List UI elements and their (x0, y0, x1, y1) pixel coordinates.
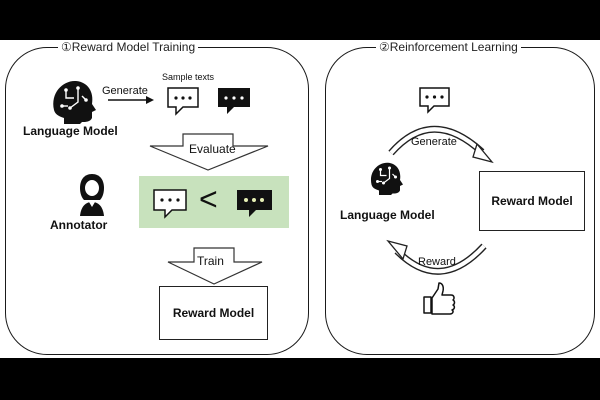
sample-texts-label: Sample texts (162, 72, 215, 82)
right-reward-model-label: Reward Model (491, 194, 573, 208)
right-language-model-label: Language Model (340, 208, 435, 222)
speech-bubble-icon (167, 87, 199, 116)
speech-bubble-icon (419, 87, 450, 114)
reward-label: Reward (418, 256, 456, 268)
left-generate-label: Generate (102, 85, 148, 97)
generate-cycle-arrow (388, 125, 494, 164)
right-reward-model-box: Reward Model (479, 171, 585, 231)
brain-head-icon (53, 80, 96, 124)
train-arrow (167, 247, 263, 285)
left-reward-model-label: Reward Model (172, 306, 255, 320)
left-language-model-label: Language Model (23, 124, 118, 138)
annotator-label: Annotator (50, 218, 108, 232)
generate-arrow (108, 96, 154, 104)
reinforcement-learning-title: ②Reinforcement Learning (376, 40, 521, 54)
speech-bubble-icon (237, 190, 272, 217)
speech-bubble-icon (153, 189, 187, 219)
right-generate-label: Generate (411, 136, 457, 148)
thumbs-up-icon (423, 282, 456, 315)
person-icon (80, 174, 104, 216)
left-reward-model-box: Reward Model (159, 286, 268, 340)
brain-head-icon (370, 162, 403, 195)
evaluate-label: Evaluate (189, 142, 236, 156)
train-label: Train (197, 254, 224, 268)
comparison-symbol: < (199, 181, 218, 217)
reward-model-training-title: ①Reward Model Training (58, 40, 199, 54)
evaluate-arrow (149, 133, 269, 171)
speech-bubble-icon (218, 88, 250, 114)
reward-cycle-arrow (386, 239, 487, 275)
diagram-canvas: ①Reward Model Training ②Reinforcement Le… (0, 40, 600, 358)
